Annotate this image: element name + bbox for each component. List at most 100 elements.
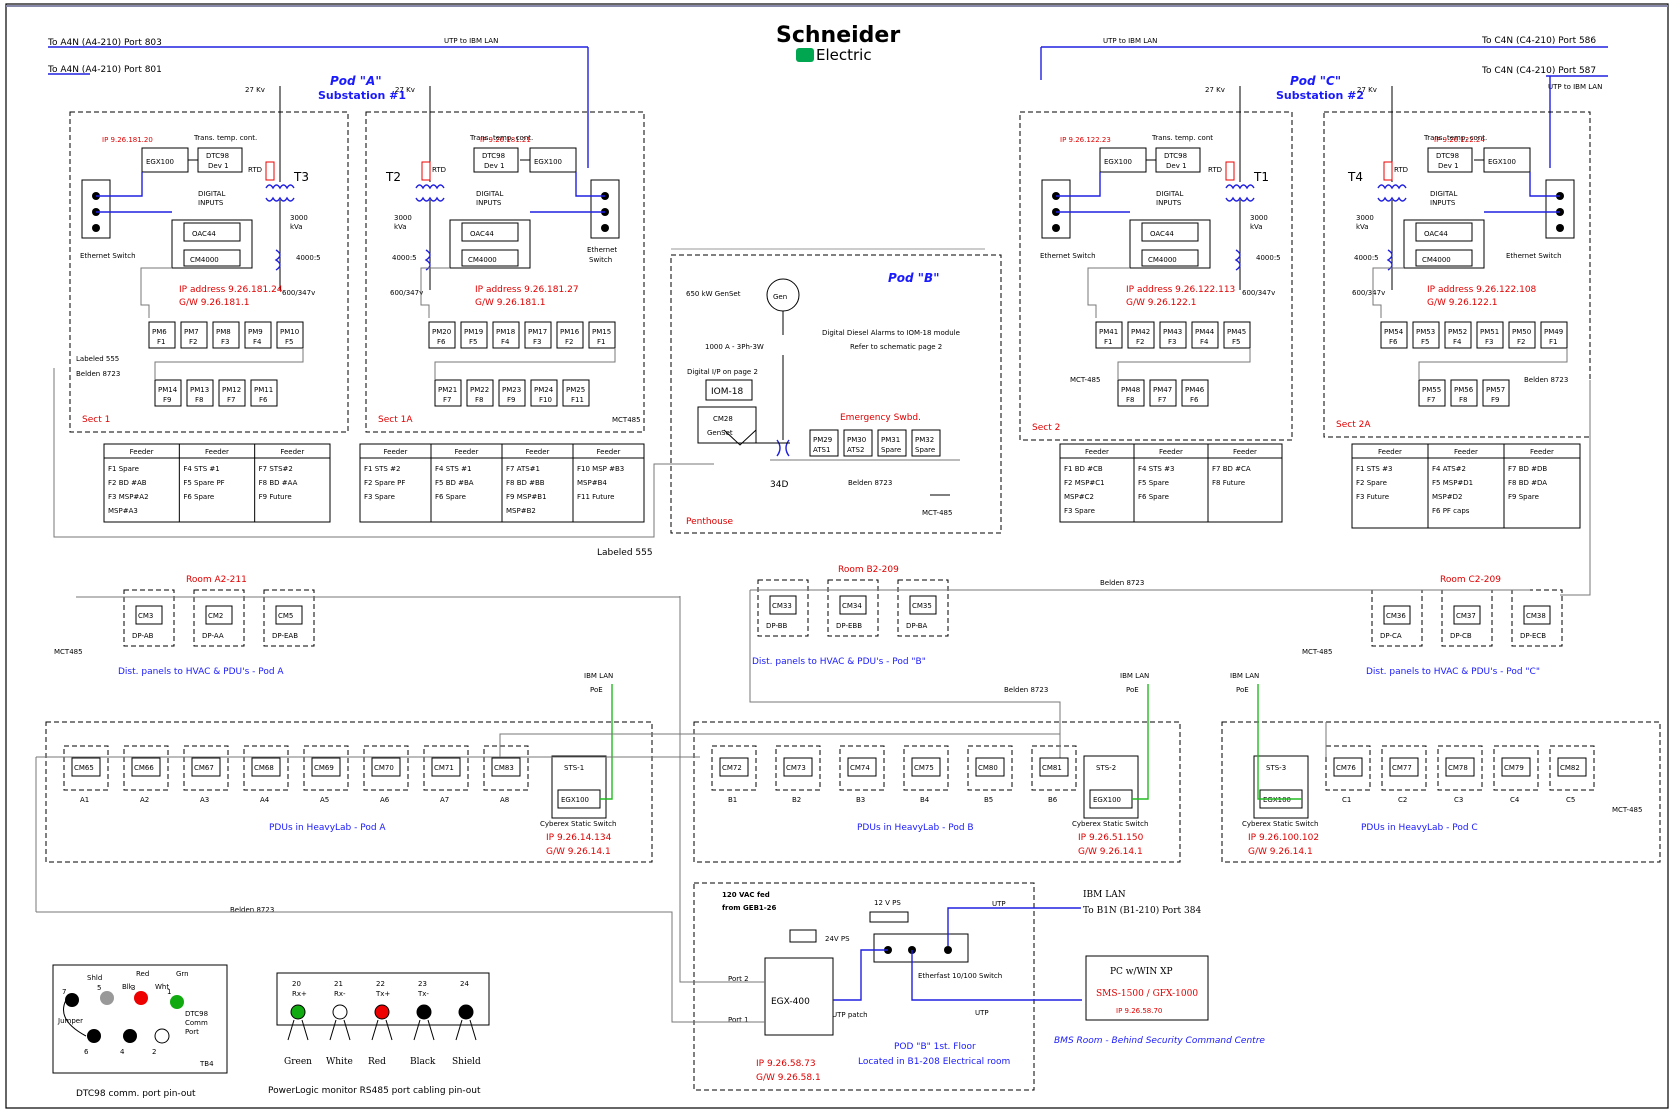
svg-text:F9: F9 xyxy=(1491,396,1499,404)
svg-text:Belden 8723: Belden 8723 xyxy=(848,479,892,487)
svg-text:PowerLogic monitor RS485 port: PowerLogic monitor RS485 port cabling pi… xyxy=(268,1086,481,1096)
terminal-pin xyxy=(290,1004,306,1020)
svg-text:F11 Future: F11 Future xyxy=(577,493,614,501)
svg-text:4000:5: 4000:5 xyxy=(296,254,321,262)
svg-text:F3: F3 xyxy=(1485,338,1493,346)
svg-text:F1: F1 xyxy=(157,338,165,346)
svg-text:CM2: CM2 xyxy=(208,612,223,620)
power-meter xyxy=(154,379,182,407)
svg-text:2: 2 xyxy=(152,1048,156,1056)
pod-b-title: Pod "B" xyxy=(888,271,939,285)
svg-text:DTC98: DTC98 xyxy=(482,152,505,160)
cm-meter xyxy=(769,595,797,615)
svg-text:A1: A1 xyxy=(80,796,89,804)
svg-text:Feeder: Feeder xyxy=(1378,448,1402,456)
svg-text:Blk: Blk xyxy=(122,983,134,991)
power-meter xyxy=(1191,321,1219,349)
power-meter xyxy=(1181,379,1209,407)
cm-meter xyxy=(1039,757,1069,777)
sect1a-ipaddr: IP address 9.26.181.27 xyxy=(475,285,579,295)
svg-text:PoE: PoE xyxy=(1126,686,1139,694)
cm-meter xyxy=(311,757,341,777)
svg-text:7: 7 xyxy=(62,988,66,996)
svg-text:PM43: PM43 xyxy=(1163,328,1182,336)
sect2a-ip-label: IP 9.26.122.24 xyxy=(1434,136,1485,144)
svg-text:F6 PF caps: F6 PF caps xyxy=(1432,507,1470,515)
sect1-transformer-label: T3 xyxy=(293,170,309,184)
power-meter xyxy=(562,379,590,407)
svg-text:MCT-485: MCT-485 xyxy=(1070,376,1100,384)
svg-text:OAC44: OAC44 xyxy=(1424,230,1448,238)
svg-text:CM70: CM70 xyxy=(374,764,394,772)
svg-text:PM14: PM14 xyxy=(158,386,178,394)
svg-text:EGX100: EGX100 xyxy=(561,796,589,804)
svg-text:PoE: PoE xyxy=(1236,686,1249,694)
svg-text:Shld: Shld xyxy=(87,974,102,982)
power-meter xyxy=(530,379,558,407)
svg-text:27 Kv: 27 Kv xyxy=(395,86,415,94)
penthouse-label: Penthouse xyxy=(686,517,733,527)
power-meter xyxy=(276,321,304,349)
svg-text:PDUs in HeavyLab - Pod A: PDUs in HeavyLab - Pod A xyxy=(269,823,386,833)
svg-text:RTD: RTD xyxy=(432,166,446,174)
labeled-555-b: Labeled 555 xyxy=(597,548,653,558)
power-meter xyxy=(1418,379,1446,407)
dtc98-pinout: DTC98 comm. port pin-out TB4 Jumper Shld… xyxy=(52,964,228,1099)
svg-text:Cyberex Static Switch: Cyberex Static Switch xyxy=(1072,820,1148,828)
svg-text:CM4000: CM4000 xyxy=(468,256,497,264)
svg-text:F3 Future: F3 Future xyxy=(1356,493,1389,501)
utp-right-label: UTP to IBM LAN xyxy=(1103,37,1157,45)
svg-text:from GEB1-26: from GEB1-26 xyxy=(722,904,777,912)
svg-text:CM71: CM71 xyxy=(434,764,454,772)
pdu_b: CM72B1CM73B2CM74B3CM75B4CM80B5CM81B6STS-… xyxy=(693,672,1181,863)
svg-text:120 VAC fed: 120 VAC fed xyxy=(722,891,770,899)
svg-text:PM51: PM51 xyxy=(1480,328,1499,336)
svg-text:INPUTS: INPUTS xyxy=(1156,199,1182,207)
sect1a-transformer-label: T2 xyxy=(385,170,401,184)
svg-text:Dev 1: Dev 1 xyxy=(1166,162,1187,170)
svg-text:Spare: Spare xyxy=(915,446,935,454)
svg-text:DTC98: DTC98 xyxy=(1164,152,1187,160)
power-meter xyxy=(148,321,176,349)
sect2a-transformer-label: T4 xyxy=(1347,170,1363,184)
svg-text:F7 STS#2: F7 STS#2 xyxy=(259,465,293,473)
svg-text:A2: A2 xyxy=(140,796,149,804)
svg-text:Cyberex Static Switch: Cyberex Static Switch xyxy=(1242,820,1318,828)
room-a: Room A2-211CM3DP-ABCM2DP-AACM5DP-EABDist… xyxy=(54,575,315,677)
svg-text:Tx-: Tx- xyxy=(417,990,429,998)
svg-text:POD "B" 1st. Floor: POD "B" 1st. Floor xyxy=(894,1042,976,1052)
svg-text:600/347v: 600/347v xyxy=(1352,289,1385,297)
svg-text:F1 BD #CB: F1 BD #CB xyxy=(1064,465,1103,473)
svg-text:PM45: PM45 xyxy=(1227,328,1246,336)
svg-text:Belden 8723: Belden 8723 xyxy=(1524,376,1568,384)
sect1-oac44 xyxy=(183,222,241,242)
svg-text:IBM LAN: IBM LAN xyxy=(1230,672,1259,680)
svg-text:DP-ECB: DP-ECB xyxy=(1520,632,1546,640)
svg-text:CM74: CM74 xyxy=(850,764,870,772)
svg-text:PM44: PM44 xyxy=(1195,328,1215,336)
pod-b-penthouse: Pod "B" 650 kW GenSet Gen 1000 A - 3Ph-3… xyxy=(670,248,1002,534)
svg-text:PM54: PM54 xyxy=(1384,328,1404,336)
svg-text:C2: C2 xyxy=(1398,796,1407,804)
svg-text:Room C2-209: Room C2-209 xyxy=(1440,575,1501,585)
svg-text:F8: F8 xyxy=(1459,396,1467,404)
cm-meter xyxy=(1501,757,1531,777)
svg-text:F5 Spare: F5 Spare xyxy=(1138,479,1169,487)
sect1-dtc98 xyxy=(197,147,243,173)
power-meter xyxy=(1117,379,1145,407)
svg-text:F9: F9 xyxy=(507,396,515,404)
cm-meter xyxy=(1333,757,1363,777)
c4n-587-label: To C4N (C4-210) Port 587 xyxy=(1481,66,1596,76)
svg-text:F4: F4 xyxy=(253,338,262,346)
power-meter xyxy=(1482,379,1510,407)
svg-text:F7 BD #CA: F7 BD #CA xyxy=(1212,465,1251,473)
sect1a-dtc98 xyxy=(473,147,519,173)
svg-text:CM38: CM38 xyxy=(1526,612,1546,620)
power-meter xyxy=(218,379,246,407)
svg-text:1: 1 xyxy=(167,988,171,996)
svg-text:B5: B5 xyxy=(984,796,993,804)
sect2-name: Sect 2 xyxy=(1032,423,1060,433)
power-meter xyxy=(1540,321,1568,349)
